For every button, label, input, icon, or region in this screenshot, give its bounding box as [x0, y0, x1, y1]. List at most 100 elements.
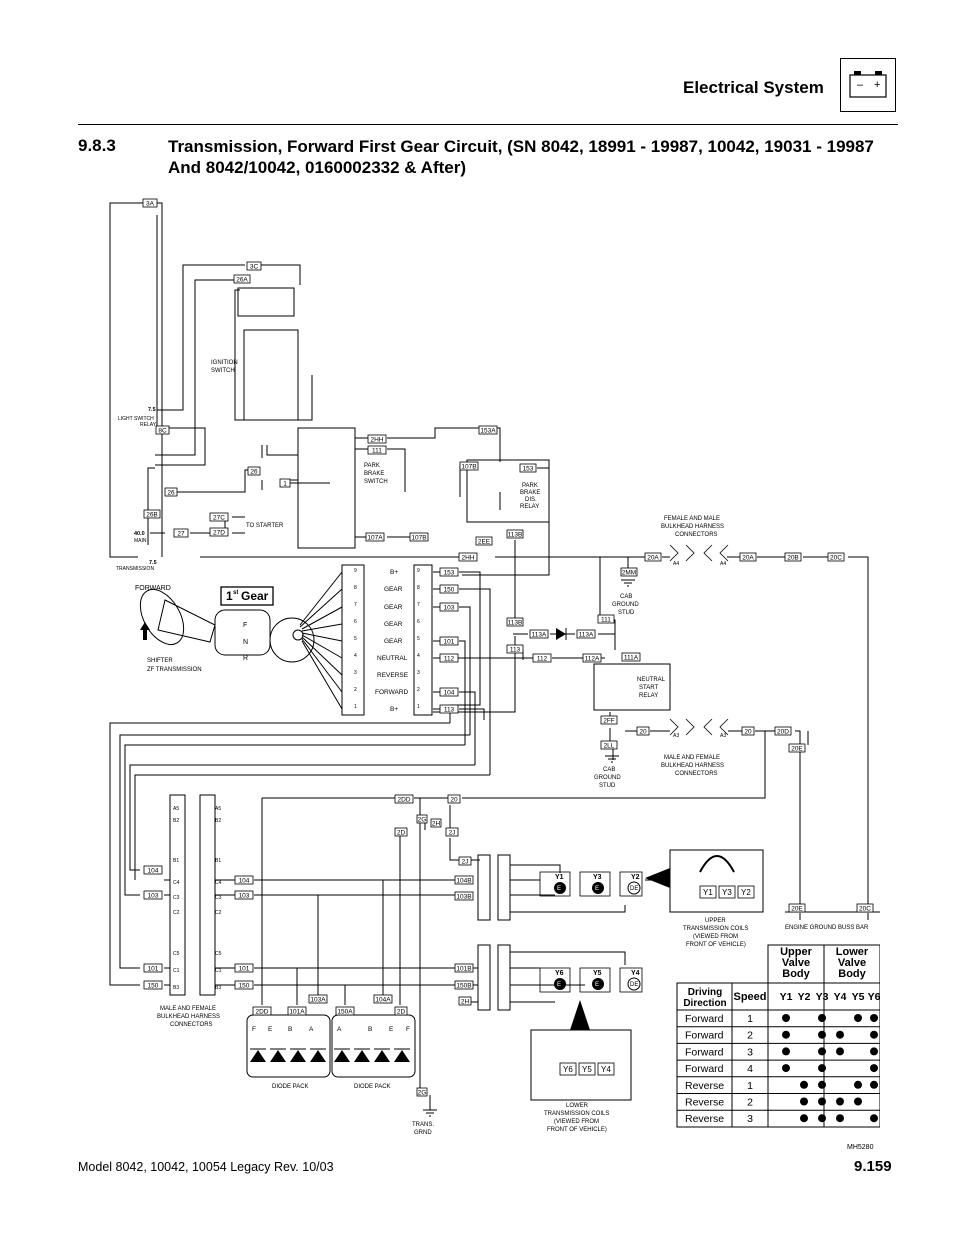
bulkhead-pin: A5	[215, 806, 221, 812]
bulkhead-pin: C3	[173, 895, 180, 901]
wire-label: 20	[741, 726, 755, 736]
valve-dot	[818, 1014, 826, 1022]
shifter-wire-text: 113	[444, 707, 455, 714]
diode-letter: E	[268, 1026, 273, 1033]
bulkhead-a-labels: A4 A4 A3 A3	[673, 561, 726, 739]
wire-label: 104A	[373, 994, 393, 1004]
light-switch-value: 7.5	[148, 407, 156, 413]
wire-label: 101B	[454, 963, 474, 973]
diode-letters: F E B A A B E F	[252, 1026, 410, 1033]
diode-icon	[394, 1050, 410, 1062]
svg-text:9: 9	[417, 568, 420, 574]
wire-label-text: 20B	[787, 555, 799, 562]
shifter-wire-label: 150	[439, 584, 459, 594]
svg-text:4: 4	[354, 653, 357, 659]
lower-valve-header: Body	[838, 968, 866, 980]
shifter-wire-text: 153	[444, 570, 455, 577]
wire-label-text: 2H	[461, 999, 470, 1006]
upper-coils-label: FRONT OF VEHICLE)	[686, 942, 746, 948]
wire-label: 101	[143, 963, 163, 973]
wire-label: 27	[173, 528, 189, 538]
wire-label-text: 113A	[532, 632, 547, 639]
wire-label-text: 3A	[146, 201, 155, 208]
wire-label: 103	[143, 890, 163, 900]
valve-dot	[836, 1097, 844, 1106]
park-brake-relay-label: RELAY	[520, 504, 539, 510]
svg-text:8: 8	[354, 585, 357, 591]
wire-label-text: 27C	[213, 515, 225, 522]
svg-text:2: 2	[417, 687, 420, 693]
cab-ground-label: STUD	[599, 783, 616, 789]
row-speed: 4	[747, 1063, 753, 1075]
diode-letter: A	[309, 1026, 314, 1033]
svg-text:2: 2	[354, 687, 357, 693]
lower-valve-header: Valve	[838, 957, 866, 969]
wire-label-text: 107B	[411, 535, 426, 542]
table-row-lines	[677, 1026, 880, 1111]
valve-dot	[854, 1014, 862, 1022]
wire-label-text: 103	[148, 893, 159, 900]
table-headers: Upper Valve Body Lower Valve Body Drivin…	[683, 946, 869, 1009]
svg-text:3: 3	[354, 670, 357, 676]
wire-label-text: 103	[239, 893, 250, 900]
lower-valve-header: Lower	[836, 946, 869, 958]
valve-dot	[870, 1114, 878, 1123]
valve-header: Y3	[816, 991, 829, 1003]
valve-header: Y5	[852, 991, 865, 1003]
wire-label: 2H	[430, 818, 442, 828]
wire-label: 26B	[143, 509, 161, 519]
bulkhead-pin: C2	[215, 910, 222, 916]
bulkhead-label: MALE AND FEMALE	[664, 755, 720, 761]
gear-badge-label: Gear	[241, 589, 269, 603]
diode-icon	[250, 1050, 266, 1062]
coil-mark: E	[557, 886, 561, 892]
wire-label-text: 2D	[397, 830, 406, 837]
wire-label: 26	[247, 466, 261, 476]
row-direction: Forward	[685, 1013, 724, 1025]
coil-view-lower: Y6 Y5 Y4	[559, 1000, 615, 1076]
lower-coils-label: FRONT OF VEHICLE)	[547, 1127, 607, 1133]
lower-coils-label: (VIEWED FROM	[554, 1119, 599, 1125]
upper-coils-label: TRANSMISSION COILS	[683, 926, 748, 932]
upper-coils-label: (VIEWED FROM	[693, 934, 738, 940]
wire-label: 20E	[788, 743, 806, 753]
valve-dot	[800, 1080, 808, 1089]
shifter-label: SHIFTER	[147, 658, 173, 664]
park-brake-relay-label: PARK	[522, 483, 538, 489]
to-starter-label: TO STARTER	[246, 523, 284, 529]
wire-label: 2J	[445, 827, 459, 837]
wire-label-text: 104A	[375, 997, 391, 1004]
bulkhead-pin: C5	[173, 951, 180, 957]
wire-label-text: 20C	[859, 906, 871, 913]
wire-label: 3C	[246, 261, 262, 271]
valve-dot	[818, 1030, 826, 1039]
wire-label: 112A	[582, 653, 602, 663]
shifter-pin-label: REVERSE	[377, 672, 409, 679]
shifter-pin-label: GEAR	[384, 586, 403, 593]
wire-label: 2G	[416, 1087, 428, 1097]
wire-label: 150B	[454, 980, 474, 990]
ignition-label: IGNITION	[211, 360, 238, 366]
valve-dot	[854, 1080, 862, 1089]
bulkhead-label: BULKHEAD HARNESS	[661, 524, 724, 530]
main-fuse-label: MAIN	[134, 538, 147, 544]
wire-label: 2H	[458, 996, 472, 1006]
footer-model: Model 8042, 10042, 10054 Legacy Rev. 10/…	[78, 1160, 334, 1174]
wire-label: 27D	[209, 527, 229, 537]
upper-view-label: Y2	[741, 888, 751, 897]
bulkhead-pin-label: A3	[720, 733, 726, 739]
wire-label-text: 2HH	[461, 555, 474, 562]
upper-valve-header: Body	[782, 968, 810, 980]
wire-label-text: 111	[372, 448, 382, 455]
valve-dot	[818, 1080, 826, 1089]
shifter-pin-label: GEAR	[384, 604, 403, 611]
wire-label-text: 20	[450, 797, 458, 804]
wire-label-text: 2DD	[255, 1009, 268, 1016]
wire-label: 103B	[454, 891, 474, 901]
bulkhead-pin: C1	[215, 968, 222, 974]
wire-label: 27C	[209, 512, 229, 522]
coil-view-upper: Y1 Y3 Y2	[699, 855, 755, 899]
